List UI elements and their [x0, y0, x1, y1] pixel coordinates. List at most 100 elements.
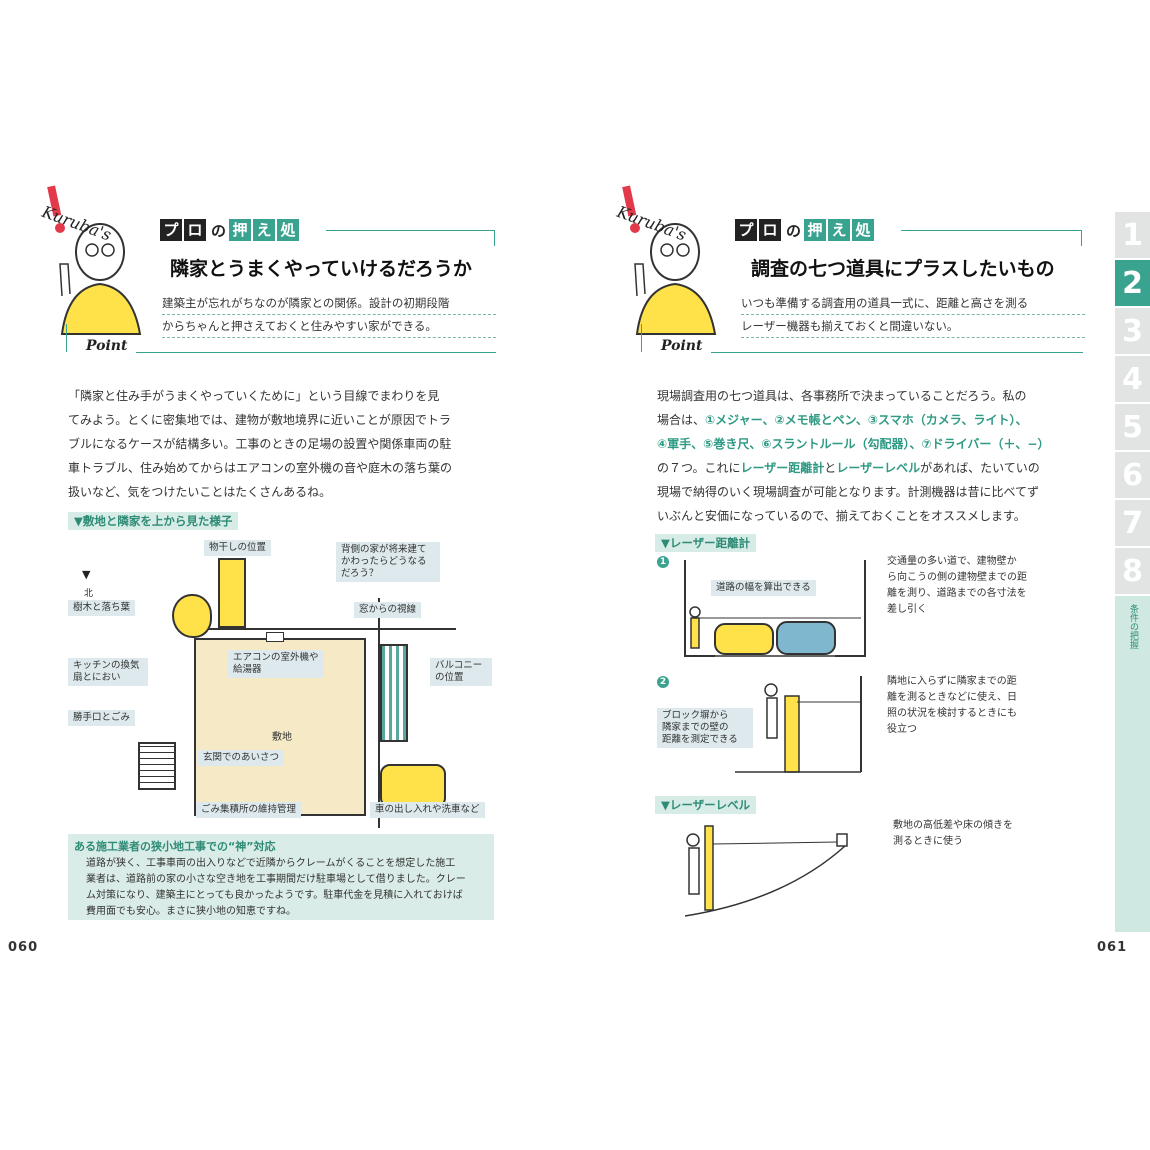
tag-line: 距離を測定できる: [662, 734, 738, 745]
chapter-side-band: 条件の把握: [1115, 596, 1150, 932]
chapter-tab-active[interactable]: 2: [1115, 260, 1150, 308]
label-char: ロ: [184, 219, 206, 241]
laser-distance-wall-figure: [735, 676, 862, 773]
mascot-point-label: Point: [661, 338, 703, 354]
chapter-tab[interactable]: 4: [1115, 356, 1150, 404]
page-number: 060: [8, 940, 39, 955]
chapter-side-label: 条件の把握: [1128, 604, 1138, 649]
body-segment: いぶんと安価になっているので、揃えておくことをオススメします。: [657, 509, 1026, 523]
body-text: 現場調査用の七つ道具は、各事務所で決まっていることだろう。私の 場合は、①メジャ…: [657, 384, 1087, 528]
fig2-caption: 隣地に入らずに隣家までの距 離を測るときなどに使え、日 照の状況を検討するときに…: [887, 674, 1017, 738]
caption-line: 隣地に入らずに隣家までの距: [887, 676, 1017, 687]
body-line: 「隣家と住み手がうまくやっていくために」という目線でまわりを見: [68, 389, 440, 403]
book-spread: Kuruba's Point プ ロ の 押 え 処 隣家とうまくやっていけるだ…: [0, 168, 1150, 988]
chapter-tab[interactable]: 3: [1115, 308, 1150, 356]
balcony-icon: [380, 644, 408, 742]
lead-line: からちゃんと押さえておくと住みやすい家ができる。: [162, 315, 496, 338]
fig1-tag: 道路の幅を算出できる: [711, 580, 816, 596]
caption-line: 離を測り、道路までの各寸法を: [887, 588, 1027, 599]
tree-icon: [172, 594, 212, 638]
chapter-tab[interactable]: 1: [1115, 212, 1150, 260]
label-char: プ: [735, 219, 757, 241]
lot-area: [194, 638, 366, 816]
body-line: 扱いなど、気をつけたいことはたくさんあるね。: [68, 485, 332, 499]
body-line: ④軍手、⑤巻き尺、⑥スラントルール（勾配器）、⑦ドライバー（＋、−）: [657, 432, 1087, 456]
label-char: 処: [852, 219, 875, 241]
note-line: 道路が狭く、工事車両の出入りなどで近隣からクレームがくることを想定した施工: [86, 858, 456, 869]
caption-line: 交通量の多い道で、建物壁か: [887, 556, 1017, 567]
lead-text: 建築主が忘れがちなのが隣家との関係。設計の初期段階 からちゃんと押さえておくと住…: [162, 292, 496, 338]
caption-line: 役立つ: [887, 724, 917, 735]
body-text: 「隣家と住み手がうまくやっていくために」という目線でまわりを見 てみよう。とくに…: [68, 384, 494, 504]
tag-neighbor: 背側の家が将来建てかわったらどうなるだろう？: [336, 542, 440, 582]
chapter-tab[interactable]: 6: [1115, 452, 1150, 500]
body-segment: の７つ。これに: [657, 461, 741, 475]
body-line: てみよう。とくに密集地では、建物が敷地境界に近いことが原因でトラ: [68, 413, 451, 427]
body-segment: 現場調査用の七つ道具は、各事務所で決まっていることだろう。私の: [657, 389, 1027, 403]
body-line: ブルになるケースが結構多い。工事のときの足場の設置や関係車両の駐: [68, 437, 452, 451]
ac-unit-icon: [266, 632, 284, 642]
site-diagram: ▼ 北 敷地 物干しの位置 背側の家が将来建てかわったらどうなるだろう？ 樹木と…: [68, 538, 498, 828]
label-char: 押: [229, 219, 252, 241]
chapter-tab[interactable]: 5: [1115, 404, 1150, 452]
road-edge: [378, 598, 380, 828]
laser-level-figure: [684, 825, 848, 917]
caption-line: ら向こうの側の建物壁までの距: [887, 572, 1027, 583]
tag-ac: エアコンの室外機や給湯器: [228, 650, 324, 678]
tag-car: 車の出し入れや洗車など: [370, 802, 485, 818]
caption-line: 敷地の高低差や床の傾きを: [893, 820, 1013, 831]
header-rule: [901, 230, 1081, 231]
label-char: 押: [804, 219, 827, 241]
note-body: 道路が狭く、工事車両の出入りなどで近隣からクレームがくることを想定した施工 業者…: [86, 856, 486, 920]
lead-line: いつも準備する調査用の道具一式に、距離と高さを測る: [741, 292, 1085, 315]
mascot-illustration: [622, 185, 717, 335]
header-rule: [326, 230, 494, 231]
frame-line: [641, 324, 642, 352]
tag-balcony: バルコニーの位置: [430, 658, 492, 686]
body-highlight: ④軍手、⑤巻き尺、⑥スラントルール（勾配器）、⑦ドライバー（＋、−）: [657, 437, 1050, 451]
page-headline: 隣家とうまくやっていけるだろうか: [170, 258, 472, 280]
neighbor-boundary: [186, 628, 456, 630]
body-line: いぶんと安価になっているので、揃えておくことをオススメします。: [657, 504, 1087, 528]
label-char: プ: [160, 219, 182, 241]
body-segment: 現場で納得のいく現場調査が可能となります。計測機器は昔に比べてず: [657, 485, 1039, 499]
tag-entrance: 玄関でのあいさつ: [198, 750, 285, 766]
section-title-laser-level: ▼レーザーレベル: [655, 796, 757, 814]
note-line: ム対策になり、建築主にとっても良かったようです。駐車代金を見積に入れておけば: [86, 890, 463, 901]
note-box: ある施工業者の狭小地工事での“神”対応 道路が狭く、工事車両の出入りなどで近隣か…: [68, 834, 494, 920]
body-highlight: ①メジャー、②メモ帳とペン、③スマホ（カメラ、ライト）、: [705, 413, 1028, 427]
frame-line: [136, 352, 496, 353]
frame-line: [711, 352, 1083, 353]
figure-mark: 2: [657, 676, 669, 688]
left-page: Kuruba's Point プ ロ の 押 え 処 隣家とうまくやっていけるだ…: [0, 168, 575, 988]
body-line: 車トラブル、住み始めてからはエアコンの室外機の音や庭木の落ち葉の: [68, 461, 453, 475]
body-line: 現場で納得のいく現場調査が可能となります。計測機器は昔に比べてず: [657, 480, 1087, 504]
chapter-tab[interactable]: 8: [1115, 548, 1150, 596]
caption-line: 差し引く: [887, 604, 927, 615]
chapter-tabs: 1 2 3 4 5 6 7 8 条件の把握: [1115, 212, 1150, 932]
body-segment: と: [824, 461, 837, 475]
laser-distance-road-figure: [684, 560, 866, 657]
header-rule-end: [1081, 230, 1082, 246]
label-no: の: [786, 221, 802, 240]
header-rule-end: [494, 230, 495, 246]
lead-line: レーザー機器も揃えておくと間違いない。: [741, 315, 1085, 338]
body-segment: 場合は、: [657, 413, 706, 427]
tag-laundry: 物干しの位置: [204, 540, 272, 556]
section-label: プ ロ の 押 え 処: [735, 218, 876, 242]
caption-line: 離を測るときなどに使え、日: [887, 692, 1017, 703]
laundry-pole-icon: [218, 558, 246, 628]
north-label: 北: [84, 589, 94, 599]
figure-mark: 1: [657, 556, 669, 568]
section-label: プ ロ の 押 え 処: [160, 218, 301, 242]
tag-window: 窓からの視線: [354, 602, 422, 618]
body-segment: があれば、たいていの: [920, 461, 1040, 475]
frame-line: [66, 324, 67, 352]
note-title: ある施工業者の狭小地工事での“神”対応: [74, 840, 276, 853]
body-highlight: レーザーレベル: [836, 461, 921, 475]
note-line: 費用面でも安心。まさに狭小地の知恵ですね。: [86, 906, 296, 917]
label-char: 処: [277, 219, 300, 241]
body-line: 現場調査用の七つ道具は、各事務所で決まっていることだろう。私の: [657, 384, 1087, 408]
chapter-tab[interactable]: 7: [1115, 500, 1150, 548]
tag-garbage: ごみ集積所の維持管理: [196, 802, 302, 818]
